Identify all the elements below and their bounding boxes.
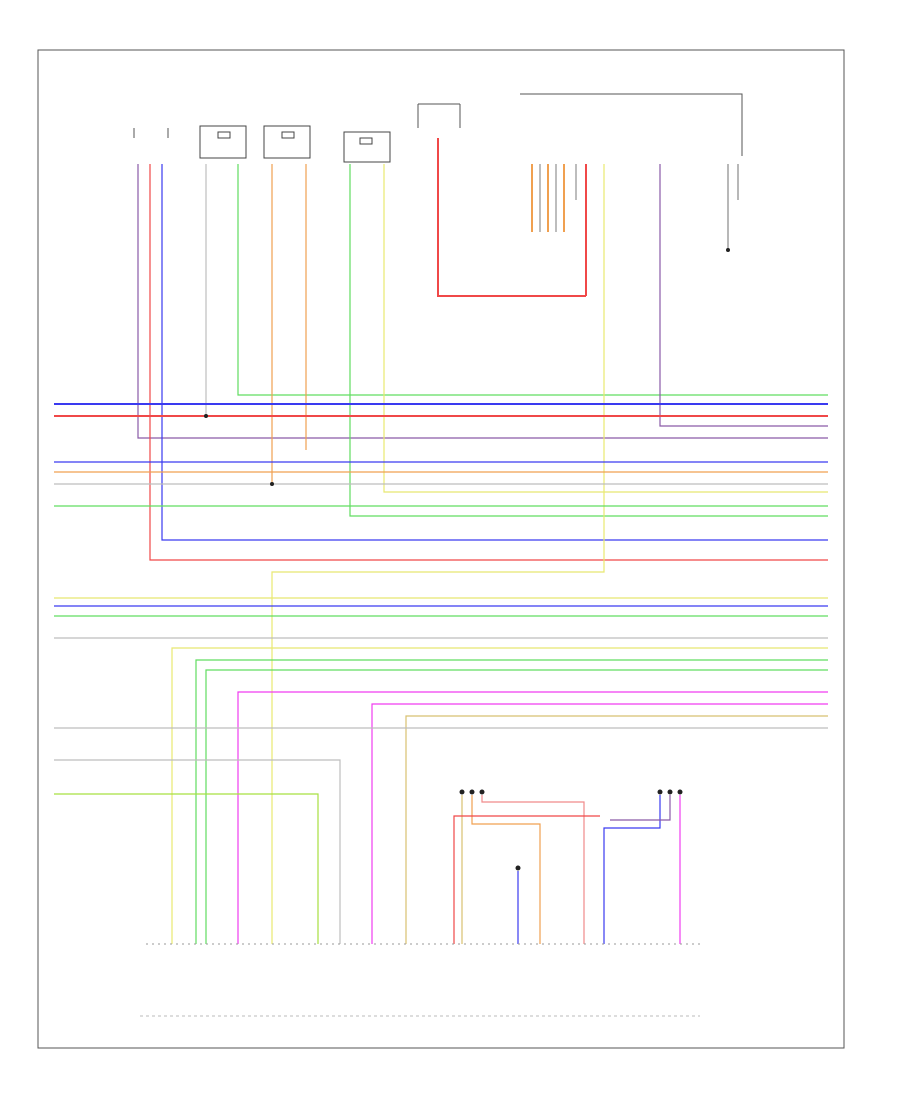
wire-lime-1 xyxy=(54,793,319,944)
splice-2 xyxy=(270,482,274,486)
diagram-frame xyxy=(37,49,845,1049)
fuse-feed-wire xyxy=(437,138,586,297)
wire-yellow-2 xyxy=(271,164,605,944)
fuse-bracket xyxy=(417,103,461,128)
component-box-3 xyxy=(263,125,311,159)
component-box-4 xyxy=(343,131,391,163)
wire-blue-1 xyxy=(161,164,828,541)
wire-magenta-1 xyxy=(237,691,828,944)
component-box-3-inner xyxy=(281,131,295,139)
sensor-bottom-left-connector xyxy=(453,789,600,944)
wire-magenta-2 xyxy=(371,703,828,944)
wire-green-2 xyxy=(349,164,828,517)
wire-yellow-3 xyxy=(171,647,828,944)
wire-grey-2 xyxy=(54,759,341,944)
sensor-center-connector xyxy=(515,865,521,944)
top-connector-cluster xyxy=(531,164,739,296)
component-box-2-inner xyxy=(217,131,231,139)
sensor-bottom-right-connector xyxy=(603,789,683,944)
ground-terminal xyxy=(726,248,730,252)
wire-tan-1 xyxy=(405,715,828,944)
component-box-2 xyxy=(199,125,247,159)
wire-green-1 xyxy=(237,164,828,396)
splice-1 xyxy=(204,414,208,418)
top-right-bracket xyxy=(520,93,743,156)
left-sensor-bracket xyxy=(133,128,169,138)
wire-violet-1 xyxy=(137,164,828,439)
wire-red-1 xyxy=(149,164,828,561)
wire-green-4 xyxy=(205,669,828,944)
wire-yellow-1 xyxy=(383,164,828,493)
component-box-4-inner xyxy=(359,137,373,145)
wire-green-3 xyxy=(195,659,828,944)
wire-violet-2 xyxy=(659,164,828,427)
